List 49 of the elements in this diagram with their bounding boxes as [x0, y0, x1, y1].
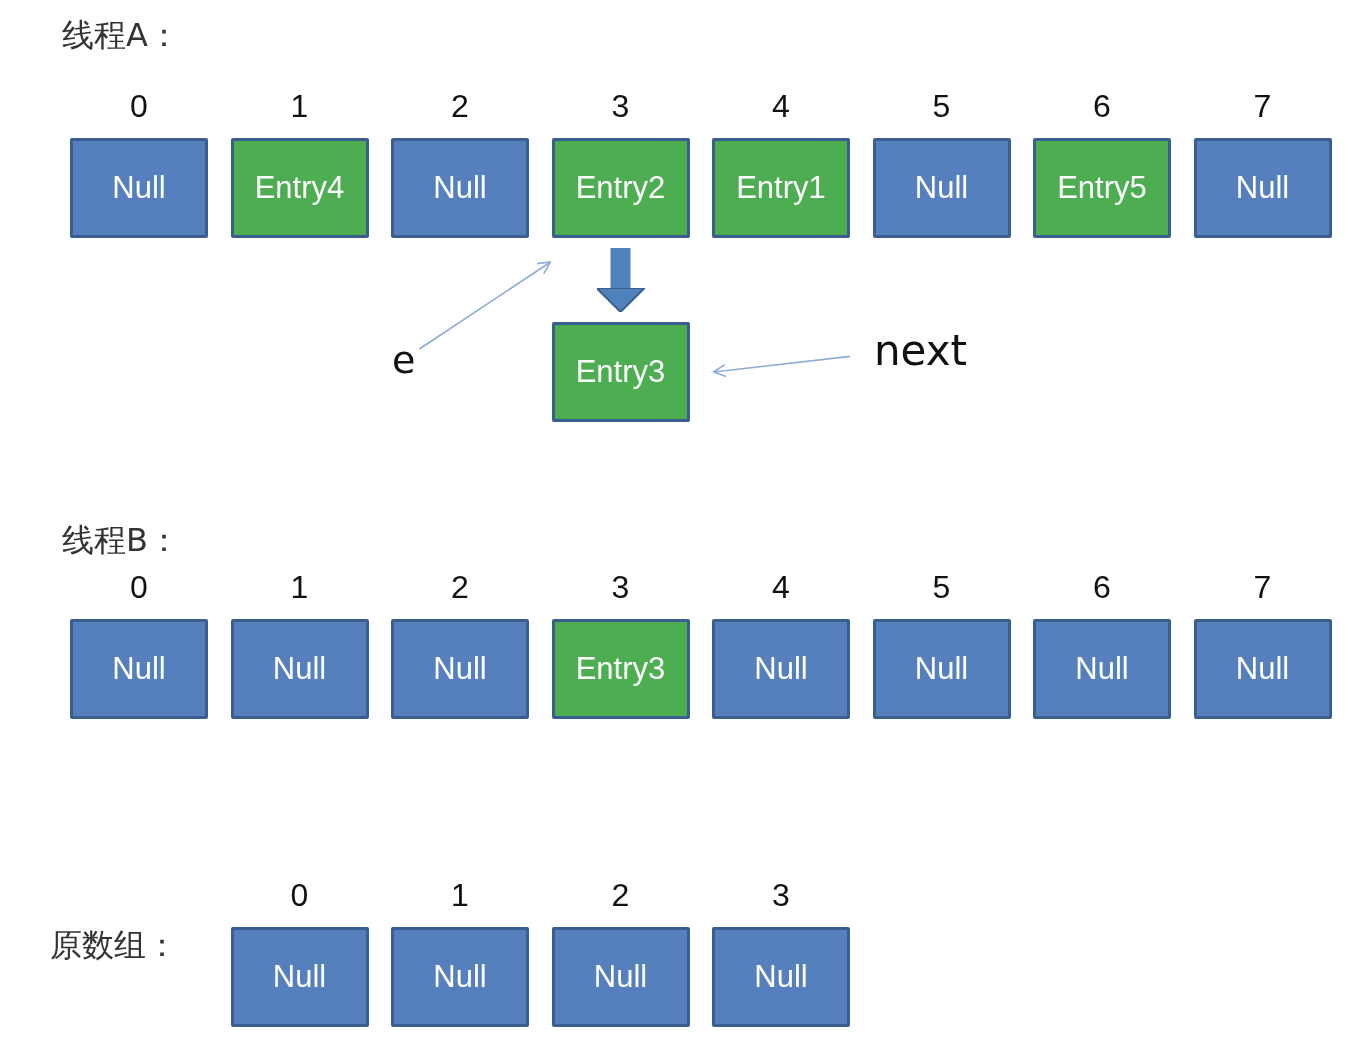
array-slot-box: Entry3	[551, 619, 690, 719]
index-number: 1	[289, 88, 310, 125]
array-slot-box: Null	[872, 619, 1011, 719]
row-heading: 原数组：	[50, 925, 178, 966]
array-slot-box: Null	[712, 927, 850, 1027]
arrow	[418, 261, 552, 350]
pointer-label: e	[392, 338, 416, 382]
array-slot-box: Null	[391, 927, 529, 1027]
block-arrow	[595, 248, 646, 313]
array-slot-box: Null	[230, 619, 369, 719]
array-slot-box: Entry4	[230, 138, 369, 238]
array-slot-box: Null	[551, 927, 690, 1027]
array-slot-box: Null	[1193, 619, 1332, 719]
array-slot-box: Null	[872, 138, 1011, 238]
row-heading: 线程A：	[62, 15, 180, 56]
index-number: 5	[931, 569, 952, 606]
array-slot-box: Entry2	[551, 138, 690, 238]
index-number: 3	[610, 88, 631, 125]
array-slot-box: Null	[391, 138, 529, 238]
index-number: 4	[771, 569, 791, 606]
index-number: 3	[610, 569, 631, 606]
array-slot-box: Null	[70, 619, 208, 719]
index-number: 5	[931, 88, 952, 125]
index-number: 1	[289, 569, 310, 606]
pointer-label: next	[874, 326, 968, 375]
index-number: 1	[450, 877, 470, 914]
row-heading: 线程B：	[62, 520, 180, 561]
array-slot-box: Null	[70, 138, 208, 238]
index-number: 0	[289, 877, 310, 914]
index-number: 0	[129, 569, 149, 606]
index-number: 2	[610, 877, 631, 914]
index-number: 4	[771, 88, 791, 125]
index-number: 2	[450, 88, 470, 125]
array-slot-box: Entry5	[1033, 138, 1171, 238]
index-number: 7	[1252, 88, 1273, 125]
index-number: 6	[1092, 569, 1112, 606]
index-number: 6	[1092, 88, 1112, 125]
index-number: 7	[1252, 569, 1273, 606]
index-number: 0	[129, 88, 149, 125]
array-slot-box: Null	[230, 927, 369, 1027]
array-slot-box: Null	[391, 619, 529, 719]
array-slot-box: Entry3	[551, 322, 690, 422]
array-slot-box: Null	[1033, 619, 1171, 719]
index-number: 2	[450, 569, 470, 606]
arrow	[712, 355, 851, 378]
index-number: 3	[771, 877, 791, 914]
array-slot-box: Null	[1193, 138, 1332, 238]
array-slot-box: Entry1	[712, 138, 850, 238]
array-slot-box: Null	[712, 619, 850, 719]
